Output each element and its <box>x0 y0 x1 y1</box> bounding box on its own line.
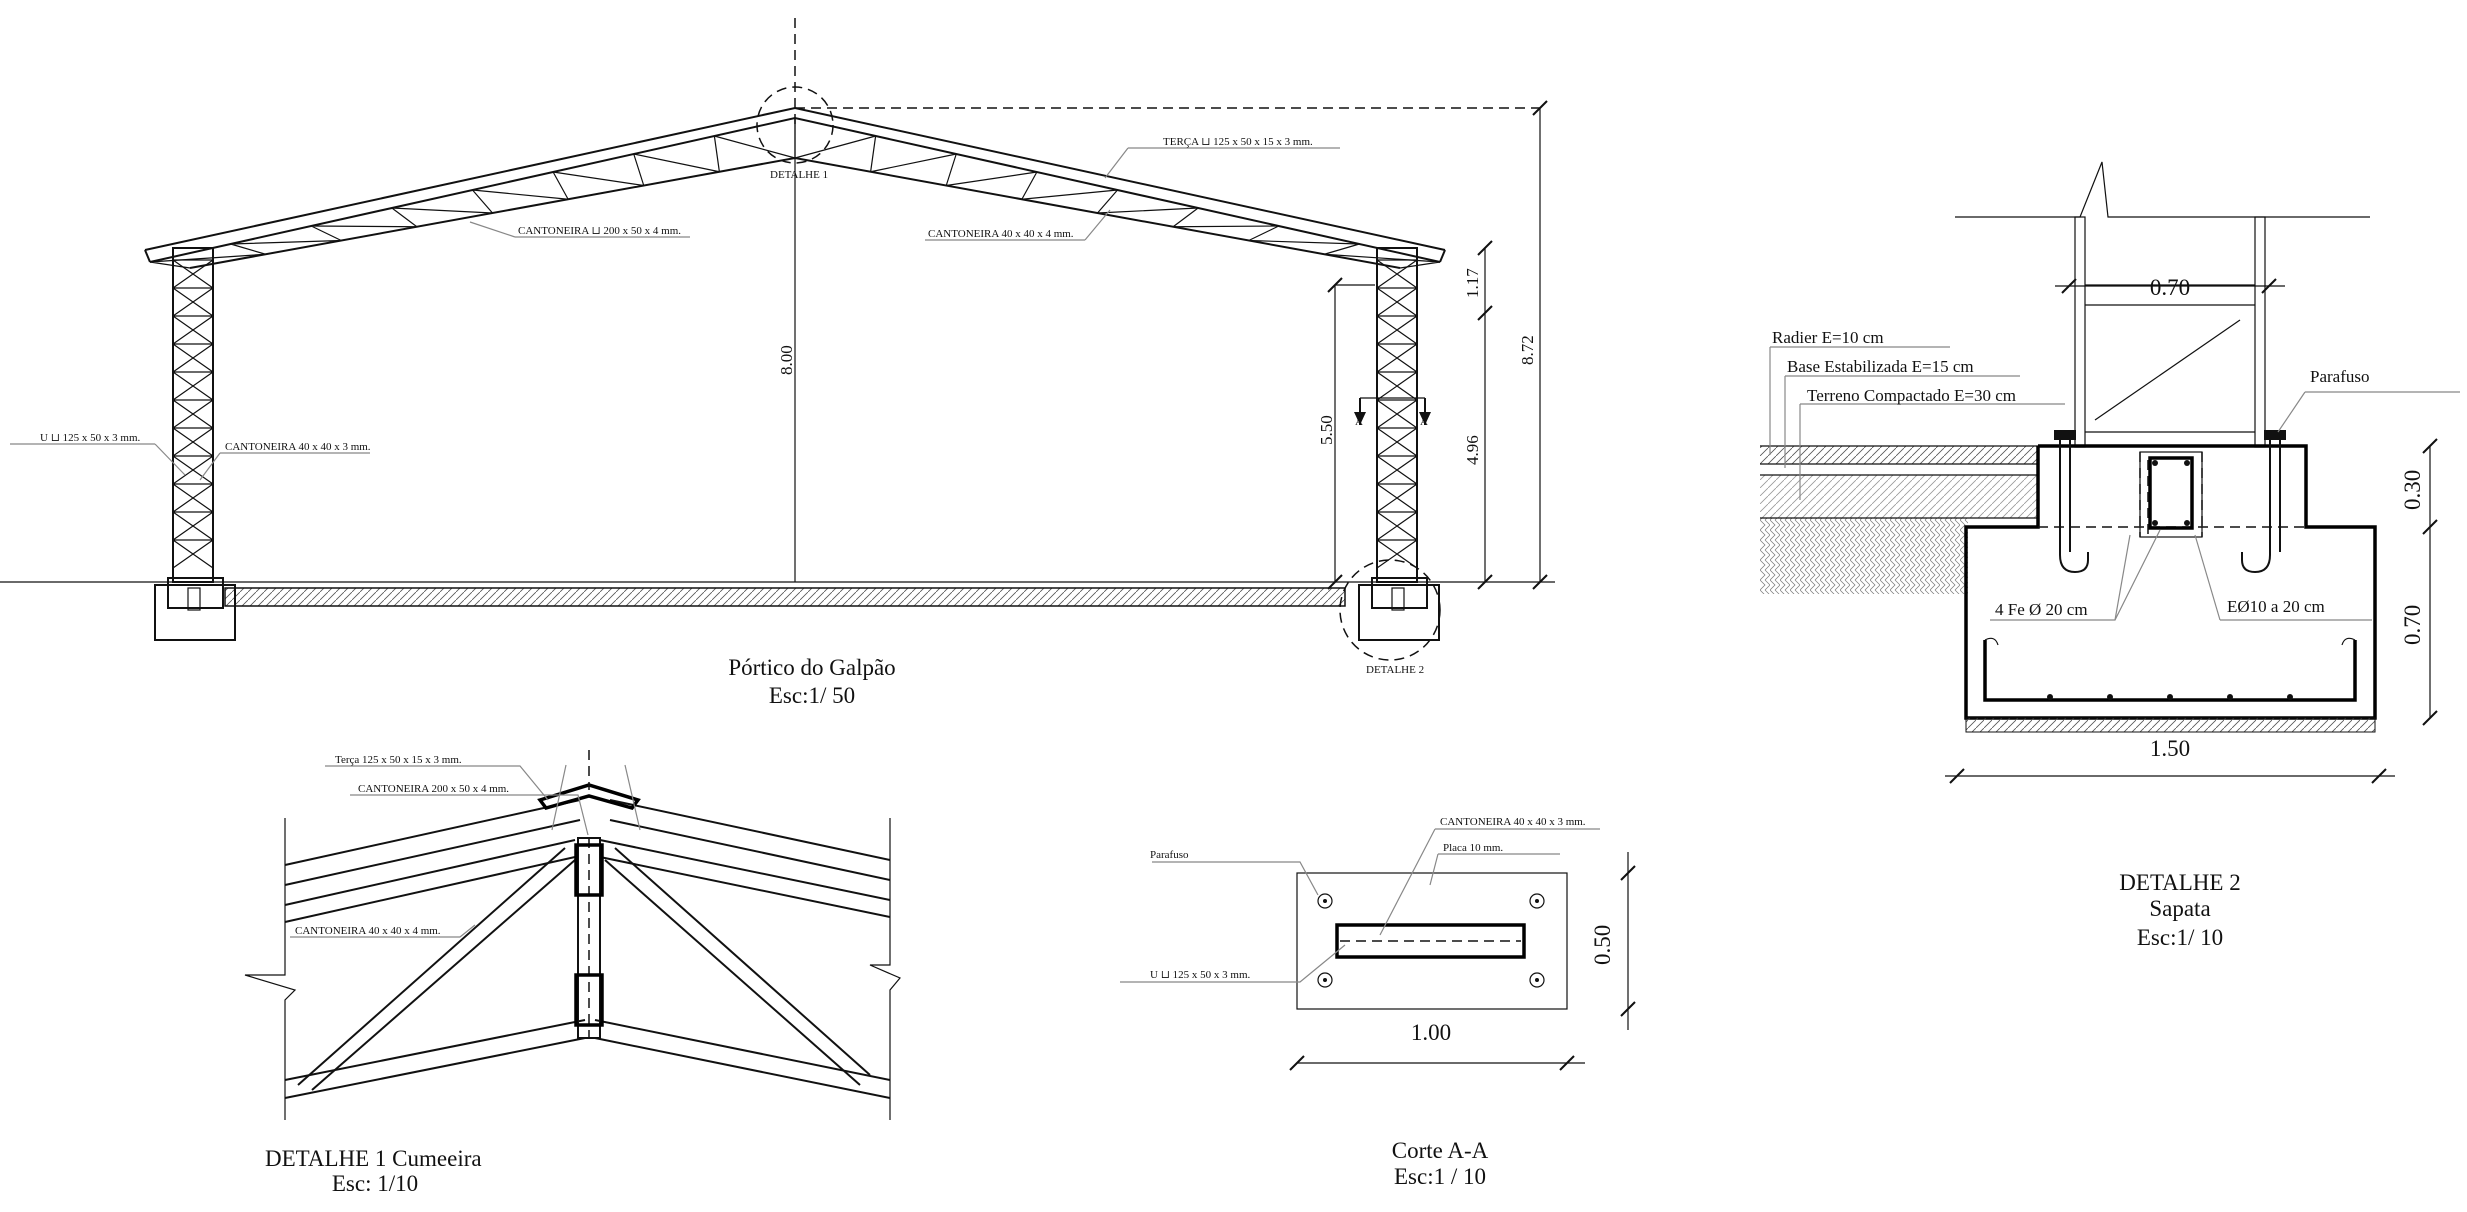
dim-lower: 4.96 <box>1463 435 1482 465</box>
section-mark-right: A <box>1420 416 1428 428</box>
label-cantoneira-200: CANTONEIRA ⊔ 200 x 50 x 4 mm. <box>518 225 681 237</box>
corte-label-u: U ⊔ 125 x 50 x 3 mm. <box>1150 969 1251 981</box>
d1-label-cantoneira-200: CANTONEIRA 200 x 50 x 4 mm. <box>358 783 509 795</box>
corte-dim-height: 0.50 <box>1590 925 1615 965</box>
detalhe-1-view: Terça 125 x 50 x 15 x 3 mm. CANTONEIRA 2… <box>244 750 901 1196</box>
label-terca: TERÇA ⊔ 125 x 50 x 15 x 3 mm. <box>1163 136 1313 148</box>
left-column <box>154 247 236 641</box>
d2-dim-h2: 0.70 <box>2400 605 2425 645</box>
d2-dim-width: 1.50 <box>2150 736 2190 761</box>
d2-dim-h1: 0.30 <box>2400 470 2425 510</box>
right-column <box>1358 247 1440 641</box>
d2-subtitle: Sapata <box>2149 896 2210 921</box>
d2-label-terreno: Terreno Compactado E=30 cm <box>1807 386 2016 405</box>
corte-title: Corte A-A <box>1392 1138 1489 1163</box>
dim-total: 8.72 <box>1518 335 1537 365</box>
bolt-holes <box>1317 893 1545 988</box>
base-plate <box>1296 872 1568 1010</box>
d2-label-parafuso: Parafuso <box>2310 367 2369 386</box>
rebar-dots <box>2047 694 2293 700</box>
portico-view: TERÇA ⊔ 125 x 50 x 15 x 3 mm. CANTONEIRA… <box>0 18 1555 708</box>
portico-leaders <box>10 147 1340 481</box>
dim-ridge: 8.00 <box>777 345 796 375</box>
label-cantoneira-40-4: CANTONEIRA 40 x 40 x 4 mm. <box>928 228 1074 240</box>
d1-label-cantoneira-40: CANTONEIRA 40 x 40 x 4 mm. <box>295 925 441 937</box>
label-detalhe-2: DETALHE 2 <box>1366 664 1424 676</box>
portico-title: Pórtico do Galpão <box>728 655 895 680</box>
break-line-right <box>869 818 901 1120</box>
dim-upper: 1.17 <box>1463 268 1482 298</box>
d2-title: DETALHE 2 <box>2119 870 2240 895</box>
detail-2-circle <box>1339 559 1441 661</box>
u-profile <box>1335 923 1526 959</box>
corte-aa-view: Parafuso CANTONEIRA 40 x 40 x 3 mm. Plac… <box>1120 816 1636 1189</box>
corte-label-parafuso: Parafuso <box>1150 849 1189 861</box>
d2-label-ferros: 4 Fe Ø 20 cm <box>1995 600 2088 619</box>
d1-label-terca: Terça 125 x 50 x 15 x 3 mm. <box>335 754 462 766</box>
portico-scale: Esc:1/ 50 <box>769 683 855 708</box>
section-cut-a <box>1354 397 1431 425</box>
d2-scale: Esc:1/ 10 <box>2137 925 2223 950</box>
d2-label-radier: Radier E=10 cm <box>1772 328 1884 347</box>
corte-label-placa: Placa 10 mm. <box>1443 842 1503 854</box>
detail-1-circle <box>756 86 834 164</box>
portico-dimensions <box>1327 100 1548 590</box>
d1-scale: Esc: 1/10 <box>332 1171 418 1196</box>
corte-scale: Esc:1 / 10 <box>1394 1164 1486 1189</box>
corte-label-cantoneira: CANTONEIRA 40 x 40 x 3 mm. <box>1440 816 1586 828</box>
label-u-125: U ⊔ 125 x 50 x 3 mm. <box>40 432 141 444</box>
break-line-left <box>244 818 297 1120</box>
d1-title: DETALHE 1 Cumeeira <box>265 1146 482 1171</box>
dim-column: 5.50 <box>1317 415 1336 445</box>
label-detalhe-1: DETALHE 1 <box>770 169 828 181</box>
d2-label-base: Base Estabilizada E=15 cm <box>1787 357 1974 376</box>
corte-dim-width: 1.00 <box>1411 1020 1451 1045</box>
section-mark-left: A <box>1355 416 1363 428</box>
d2-dim-column: 0.70 <box>2150 275 2190 300</box>
detalhe-2-view: 0.70 <box>1760 161 2460 950</box>
break-line-top <box>1955 161 2370 218</box>
floor-slab <box>224 587 1346 607</box>
d2-label-estribo: EØ10 a 20 cm <box>2227 597 2325 616</box>
label-cantoneira-40-3: CANTONEIRA 40 x 40 x 3 mm. <box>225 441 371 453</box>
